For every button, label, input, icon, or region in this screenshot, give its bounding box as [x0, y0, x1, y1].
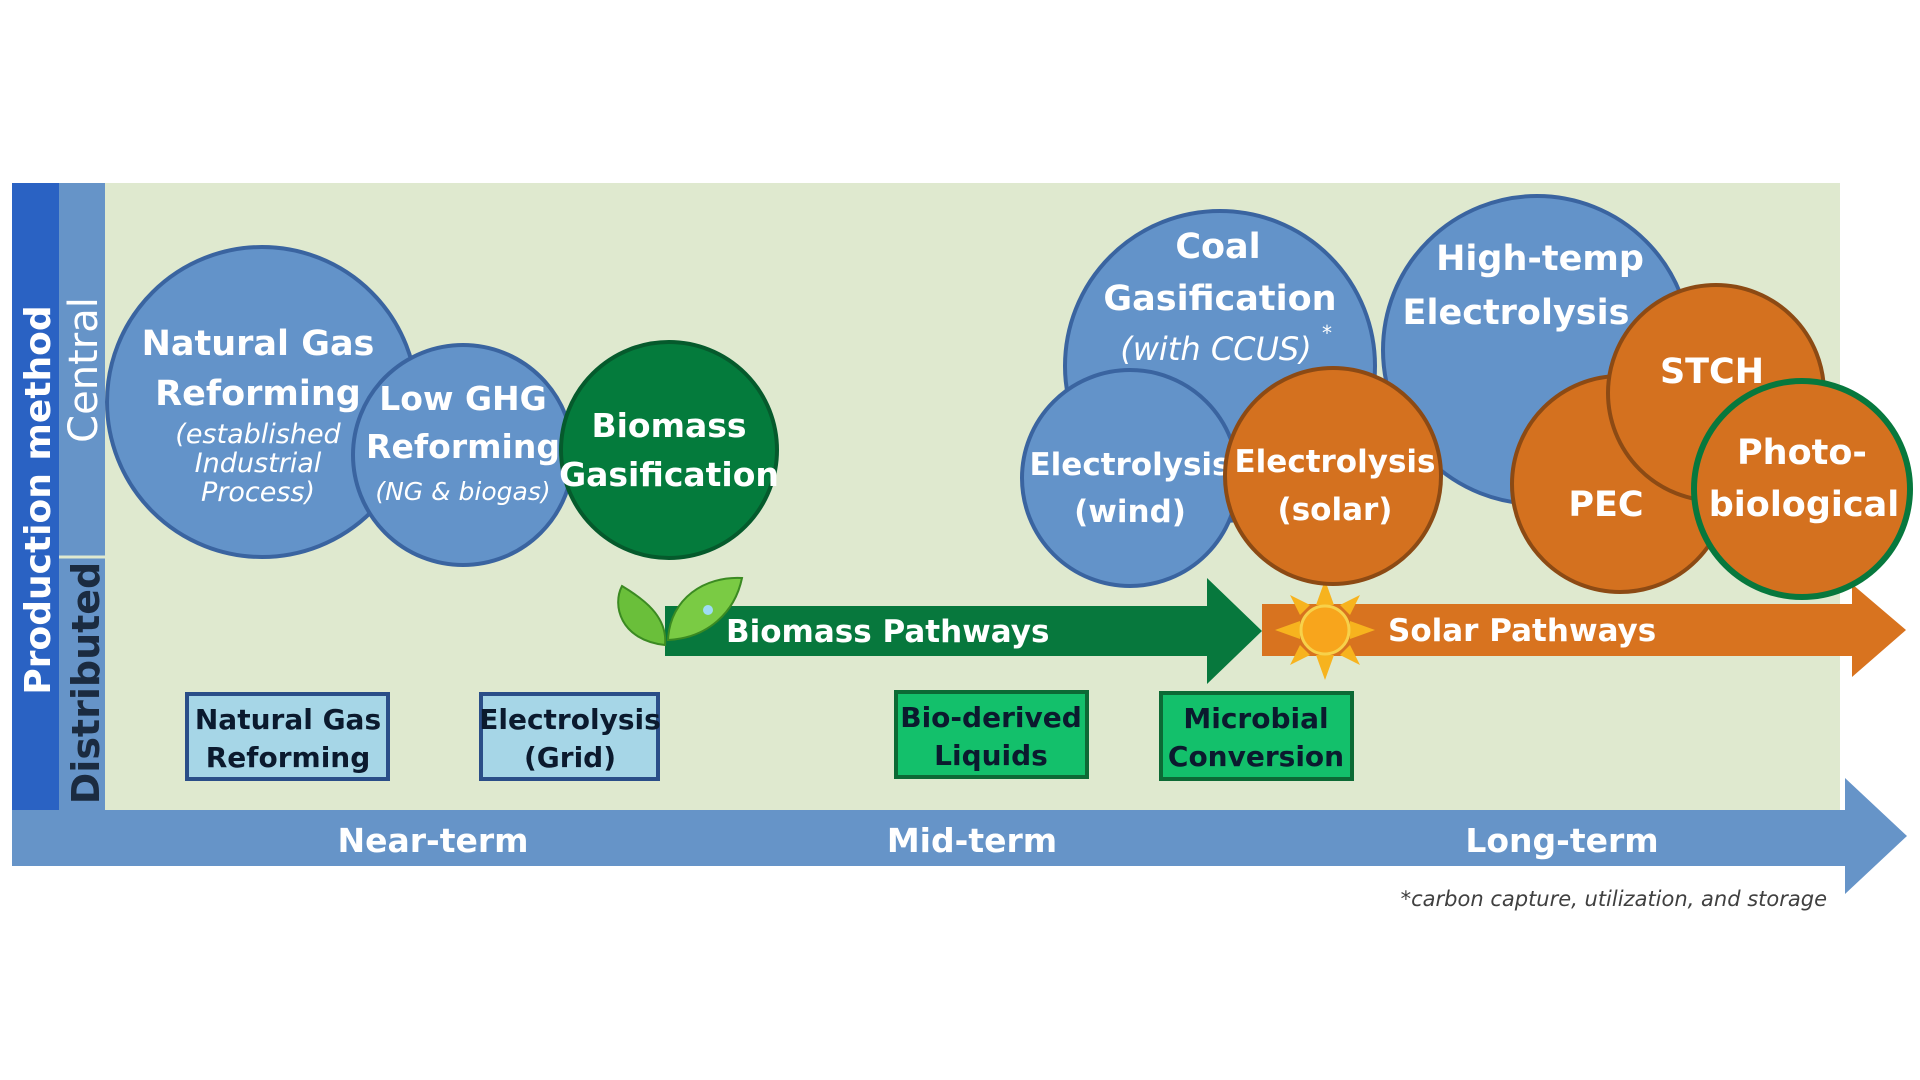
- svg-text:Reforming: Reforming: [366, 427, 560, 466]
- distributed-label: Distributed: [64, 562, 108, 805]
- svg-text:(with CCUS): (with CCUS): [1120, 330, 1311, 368]
- svg-text:Electrolysis: Electrolysis: [1030, 447, 1231, 483]
- svg-text:Industrial: Industrial: [195, 448, 322, 479]
- box-bio-derived-liquids: Bio-derived Liquids: [894, 690, 1089, 779]
- production-method-bar: [12, 183, 59, 811]
- svg-text:Electrolysis: Electrolysis: [479, 703, 661, 736]
- mid-term-label: Mid-term: [887, 821, 1057, 860]
- svg-text:Photo-: Photo-: [1737, 433, 1867, 473]
- svg-text:*: *: [1322, 321, 1332, 345]
- svg-text:(established: (established: [175, 419, 341, 450]
- near-term-label: Near-term: [337, 821, 528, 860]
- circle-biomass-gasification: Biomass Gasification: [559, 340, 779, 560]
- circle-low-ghg-reforming: Low GHG Reforming (NG & biogas): [351, 343, 575, 567]
- svg-text:biological: biological: [1709, 485, 1900, 525]
- svg-text:(wind): (wind): [1074, 494, 1186, 530]
- production-method-label: Production method: [18, 305, 59, 694]
- long-term-label: Long-term: [1465, 821, 1658, 860]
- leaves-icon: [617, 576, 744, 647]
- svg-text:Process): Process): [201, 477, 315, 508]
- svg-text:High-temp: High-temp: [1436, 239, 1644, 279]
- circle-electrolysis-wind: Electrolysis (wind): [1020, 368, 1240, 588]
- svg-text:Liquids: Liquids: [934, 739, 1048, 772]
- svg-text:Reforming: Reforming: [155, 374, 361, 414]
- svg-text:Gasification: Gasification: [559, 455, 779, 494]
- svg-text:(Grid): (Grid): [524, 741, 616, 774]
- svg-text:Natural Gas: Natural Gas: [142, 324, 375, 364]
- svg-text:Reforming: Reforming: [206, 741, 371, 774]
- svg-text:Electrolysis: Electrolysis: [1235, 444, 1436, 480]
- box-electrolysis-grid: Electrolysis (Grid): [479, 692, 661, 781]
- biomass-pathways-arrow: [665, 578, 1262, 684]
- svg-text:Conversion: Conversion: [1168, 740, 1344, 773]
- svg-text:Electrolysis: Electrolysis: [1403, 293, 1630, 333]
- svg-text:Gasification: Gasification: [1103, 279, 1336, 319]
- svg-text:Bio-derived: Bio-derived: [900, 701, 1082, 734]
- solar-pathways-label: Solar Pathways: [1388, 613, 1656, 649]
- svg-text:Microbial: Microbial: [1183, 702, 1328, 735]
- box-natural-gas-reforming: Natural Gas Reforming: [185, 692, 390, 781]
- circle-electrolysis-solar: Electrolysis (solar): [1223, 366, 1443, 586]
- svg-text:STCH: STCH: [1660, 352, 1764, 392]
- svg-text:Coal: Coal: [1175, 227, 1260, 267]
- footnote: *carbon capture, utilization, and storag…: [1401, 887, 1827, 911]
- svg-text:Biomass: Biomass: [591, 406, 746, 445]
- svg-text:Low GHG: Low GHG: [379, 379, 546, 418]
- central-label: Central: [61, 297, 107, 443]
- circle-photo-biological: Photo- biological: [1691, 378, 1913, 600]
- box-microbial-conversion: Microbial Conversion: [1159, 691, 1354, 781]
- central-distributed-bar: [59, 183, 105, 811]
- svg-text:(NG & biogas): (NG & biogas): [375, 477, 550, 506]
- time-arrow: [12, 778, 1907, 894]
- svg-text:(solar): (solar): [1278, 492, 1393, 528]
- svg-text:PEC: PEC: [1568, 485, 1643, 525]
- biomass-pathways-label: Biomass Pathways: [726, 614, 1049, 650]
- solar-pathways-arrow: [1262, 584, 1906, 677]
- sun-icon: [1275, 580, 1375, 680]
- svg-text:Natural Gas: Natural Gas: [195, 703, 381, 736]
